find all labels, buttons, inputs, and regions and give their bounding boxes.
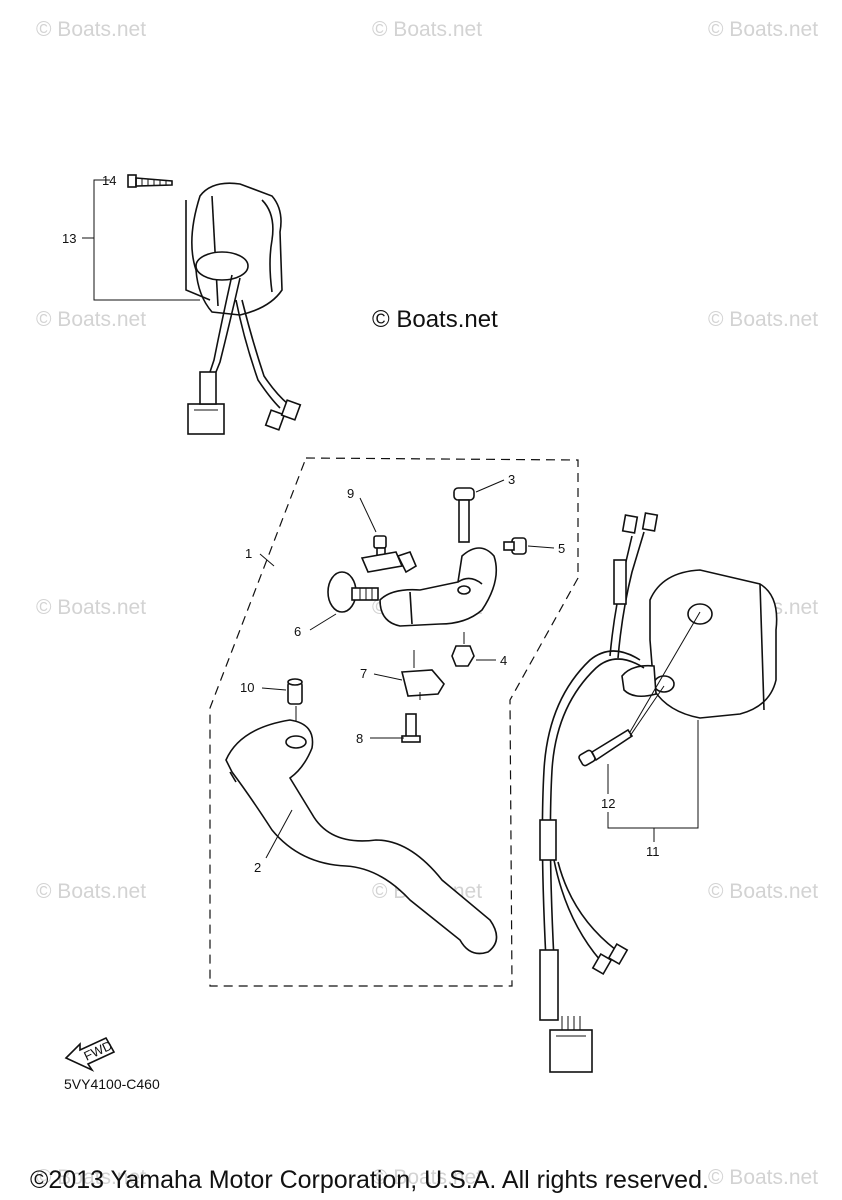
callout-4: 4 — [500, 653, 507, 668]
clutch-lever — [225, 719, 498, 955]
screw-icon — [578, 728, 634, 767]
callout-9: 9 — [347, 486, 354, 501]
callout-14: 14 — [102, 173, 116, 188]
fwd-arrow-icon: FWD — [64, 1036, 116, 1072]
callout-10: 10 — [240, 680, 254, 695]
watermark: © Boats.net — [36, 1166, 147, 1189]
watermark: © Boats.net — [36, 880, 147, 903]
callout-5: 5 — [558, 541, 565, 556]
watermark: © Boats.net — [708, 1166, 819, 1189]
callout-11: 11 — [646, 844, 660, 859]
callout-8: 8 — [356, 731, 363, 746]
collar-icon — [287, 678, 303, 705]
bolt-icon — [453, 487, 475, 543]
assembly-outline — [209, 457, 579, 987]
callout-2: 2 — [254, 860, 261, 875]
watermark: © Boats.net — [36, 308, 147, 331]
adjuster-icon — [327, 571, 379, 613]
handlebar-switch-upper — [82, 174, 302, 435]
switch-plate — [360, 551, 404, 573]
callout-12: 12 — [601, 796, 615, 811]
screw-icon — [401, 713, 421, 743]
screw-icon — [503, 537, 527, 555]
callout-13: 13 — [62, 231, 76, 246]
callout-3: 3 — [508, 472, 515, 487]
watermark: © Boats.net — [36, 18, 147, 41]
screw-icon — [127, 174, 173, 188]
diagram-code: 5VY4100-C460 — [64, 1076, 160, 1092]
watermark: © Boats.net — [708, 18, 819, 41]
watermark: © Boats.net — [36, 596, 147, 619]
center-watermark: © Boats.net — [372, 306, 498, 333]
callout-1: 1 — [245, 546, 252, 561]
watermark: © Boats.net — [708, 308, 819, 331]
callout-6: 6 — [294, 624, 301, 639]
callout-7: 7 — [360, 666, 367, 681]
nut-icon — [451, 645, 475, 667]
handlebar-switch-right — [539, 512, 778, 1073]
watermark: © Boats.net — [372, 18, 483, 41]
lever-holder — [379, 547, 498, 627]
copyright-notice: ©2013 Yamaha Motor Corporation, U.S.A. A… — [30, 1166, 709, 1194]
clutch-switch-icon — [400, 669, 445, 700]
watermark: © Boats.net — [708, 880, 819, 903]
watermark: © Boats.net — [372, 1166, 483, 1189]
